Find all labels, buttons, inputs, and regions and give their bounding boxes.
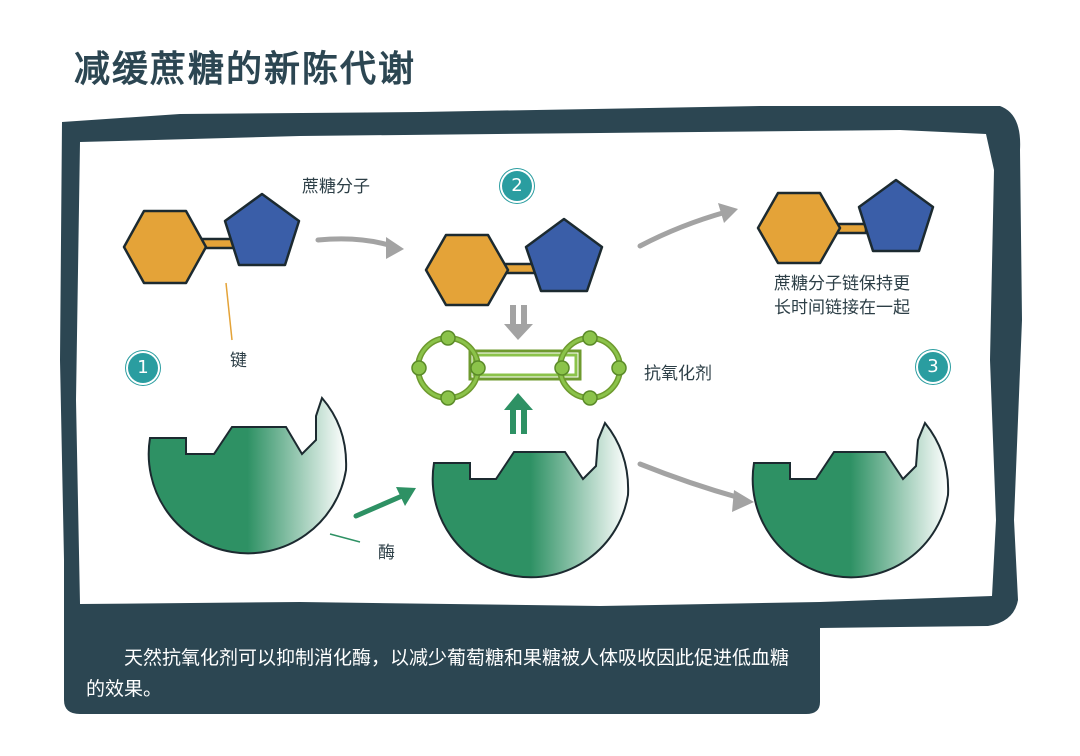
result-label: 蔗糖分子链保持更长时间链接在一起: [774, 274, 910, 318]
antioxidant-molecule: [411, 330, 627, 406]
antioxidant-label: 抗氧化剂: [644, 364, 712, 384]
sucrose-molecule-3: [756, 178, 935, 265]
step-badge-3: 3: [918, 352, 948, 382]
down-arrow-icon: [504, 305, 533, 340]
step-badge-1: 1: [128, 353, 158, 383]
page-title: 减缓蔗糖的新陈代谢: [74, 49, 417, 90]
step-badge-2: 2: [502, 171, 532, 201]
caption-text: 天然抗氧化剂可以抑制消化酶，以减少葡萄糖和果糖被人体吸收因此促进低血糖的效果。: [86, 647, 790, 700]
bond-label: 键: [230, 351, 247, 371]
enzyme-2: [431, 421, 630, 579]
enzyme-arrowhead: [396, 487, 416, 506]
enzyme-label: 酶: [378, 543, 395, 563]
gray-arrows: [315, 209, 743, 501]
sucrose-label: 蔗糖分子: [302, 177, 370, 197]
enzyme-1: [147, 396, 348, 555]
gray-arrowheads: [386, 203, 754, 512]
enzyme-arrow: [353, 493, 405, 519]
enzyme-3: [751, 421, 950, 579]
sucrose-molecule-2: [424, 217, 604, 307]
enzyme-pointer: [329, 533, 361, 543]
sucrose-molecule-1: [122, 192, 301, 285]
bond-pointer: [225, 282, 233, 341]
up-arrow-icon: [504, 393, 533, 434]
